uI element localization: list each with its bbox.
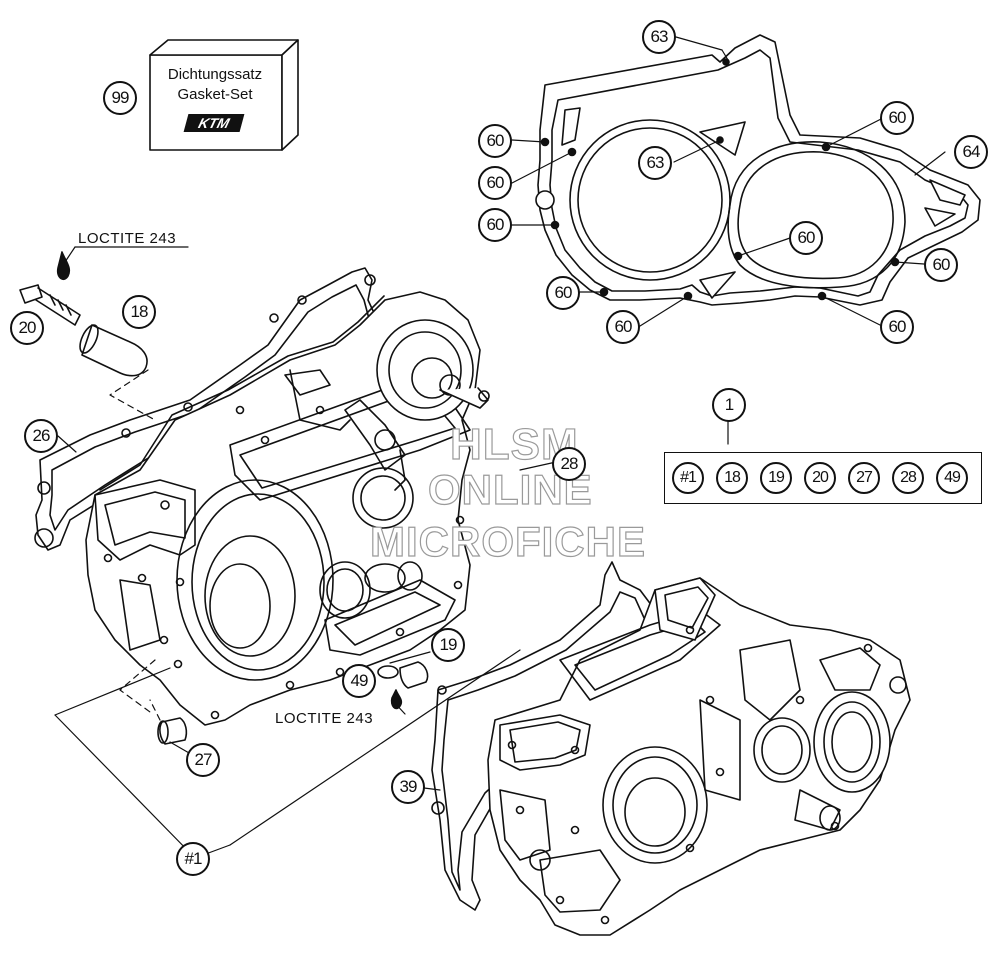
callout-set-1: #1 [176, 842, 210, 876]
callout-63-center: 63 [638, 146, 672, 180]
set-item-4: 20 [804, 462, 836, 494]
callout-63-top: 63 [642, 20, 676, 54]
loctite-label-top: LOCTITE 243 [78, 230, 177, 247]
callout-49: 49 [342, 664, 376, 698]
kit-label-line1: Dichtungssatz [167, 66, 263, 83]
set-item-5: 27 [848, 462, 880, 494]
callout-28: 28 [552, 447, 586, 481]
set-item-7: 49 [936, 462, 968, 494]
set-item-2: 18 [716, 462, 748, 494]
leader-39 [423, 787, 441, 791]
callout-26: 26 [24, 419, 58, 453]
callout-60-i: 60 [880, 310, 914, 344]
callout-19: 19 [431, 628, 465, 662]
callout-20: 20 [10, 311, 44, 345]
watermark-line3: MICROFICHE [369, 517, 646, 565]
callout-60-g: 60 [789, 221, 823, 255]
callout-60-h: 60 [924, 248, 958, 282]
left-crankcase-half [85, 291, 490, 726]
callout-1: 1 [712, 388, 746, 422]
callout-60-b: 60 [478, 166, 512, 200]
callout-27: 27 [186, 743, 220, 777]
right-crankcase-half [487, 577, 911, 936]
set-item-1: #1 [672, 462, 704, 494]
callout-60-a: 60 [478, 124, 512, 158]
bolt-and-dowel [19, 246, 189, 377]
small-parts [157, 651, 431, 745]
assembly-bracket [54, 649, 521, 859]
callout-39: 39 [391, 770, 425, 804]
callout-18: 18 [122, 295, 156, 329]
dashed-guides [109, 369, 161, 721]
callout-60-f: 60 [880, 101, 914, 135]
kit-label-line2: Gasket-Set [177, 86, 253, 103]
clutch-cover-gasket [535, 34, 981, 306]
gasket-leader-lines [511, 36, 946, 327]
callout-60-c: 60 [478, 208, 512, 242]
callout-64: 64 [954, 135, 988, 169]
gasket-kit-box [149, 39, 299, 151]
ktm-logo: KTM [183, 114, 245, 132]
callout-60-d: 60 [546, 276, 580, 310]
loctite-label-bottom: LOCTITE 243 [275, 710, 374, 727]
callout-60-e: 60 [606, 310, 640, 344]
set-item-6: 28 [892, 462, 924, 494]
set-item-3: 19 [760, 462, 792, 494]
callout-99: 99 [103, 81, 137, 115]
